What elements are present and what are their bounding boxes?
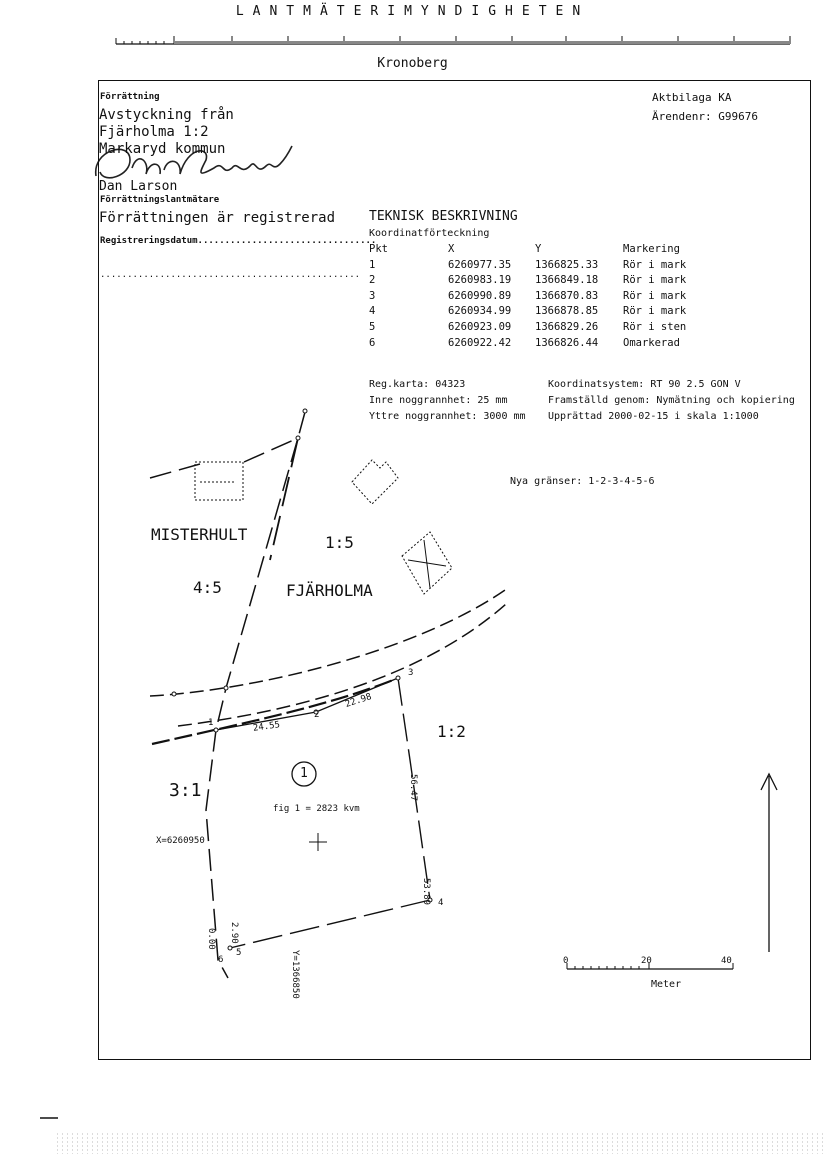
building-left [194,461,244,501]
scale-0: 0 [563,956,569,966]
point-6: 6 [218,955,224,965]
registration-date: Registreringsdatum......................… [100,236,377,246]
table-row: 4 6260934.99 1366878.85 Rör i mark [369,305,713,321]
scale-unit: Meter [651,979,682,990]
cell: 5 [369,320,376,333]
building-right [401,531,453,595]
registered-text: Förrättningen är registrerad [99,210,336,226]
tech-subtitle: Koordinatförteckning [369,228,490,239]
arendenr: Ärendenr: G99676 [652,110,758,123]
table-row: 1 6260977.35 1366825.33 Rör i mark [369,259,713,275]
cell: Rör i mark [623,289,687,302]
cell: 6260934.99 [448,305,512,318]
reg-karta: Reg.karta: 04323 [369,379,466,390]
survey-points [171,408,433,951]
figure-circle [291,761,317,787]
col-markering: Markering [623,243,680,255]
scan-noise [55,1132,825,1154]
surveyor-name: Dan Larson [99,179,178,194]
distance-0-00: 0.00 [206,928,216,950]
col-x: X [448,243,455,255]
coordinate-cross [309,833,327,851]
tech-title: TEKNISK BESKRIVNING [369,209,518,224]
cell: 1 [369,258,376,271]
distance-56-47: 56.47 [408,774,418,802]
surveyor-role: Förrättningslantmätare [100,195,220,205]
cell: 6260922.42 [448,336,512,349]
point-3: 3 [408,668,414,678]
aktbilaga: Aktbilaga KA [652,91,732,104]
framstalld: Framställd genom: Nymätning och kopierin… [548,395,795,406]
table-row: 2 6260983.19 1366849.18 Rör i mark [369,274,713,290]
cell: 6 [369,336,376,349]
nya-granser: Nya gränser: 1-2-3-4-5-6 [510,476,655,487]
koordinatsystem: Koordinatsystem: RT 90 2.5 GON V [548,379,741,390]
top-ruler [115,36,791,45]
region-name: Kronoberg [377,56,448,71]
table-header: Pkt X Y Markering [369,243,713,259]
yttre-noggrannhet: Yttre noggrannhet: 3000 mm [369,411,526,422]
table-row: 5 6260923.09 1366829.26 Rör i sten [369,321,713,337]
distance-2-90: 2.90 [229,922,239,944]
title-line2: Fjärholma 1:2 [99,124,209,140]
cell: 4 [369,305,376,318]
cell: 2 [369,274,376,287]
cell: Rör i sten [623,320,687,333]
distance-53-89: 53.89 [421,878,431,906]
inre-noggrannhet: Inre noggrannhet: 25 mm [369,395,508,406]
table-row: 3 6260990.89 1366870.83 Rör i mark [369,290,713,306]
col-y: Y [535,243,542,255]
parcel-misterhult: MISTERHULT [151,525,248,544]
cell: Omarkerad [623,336,680,349]
x-coordinate: X=6260950 [156,836,205,846]
point-2: 2 [314,710,320,720]
y-coordinate: Y=1366850 [290,950,300,999]
document-frame [98,80,811,1060]
cell: 6260983.19 [448,274,512,287]
cell: 1366878.85 [535,305,599,318]
col-pkt: Pkt [369,243,388,255]
forrattning-label: Förrättning [100,92,160,102]
building-middle [351,459,399,505]
title-line3: Markaryd kommun [99,141,226,157]
north-arrow-icon [760,772,778,952]
cell: 1366826.44 [535,336,599,349]
figure-number: 1 [300,766,308,781]
scale-20: 20 [641,956,652,966]
authority-header: LANTMÄTERIMYNDIGHETEN [235,4,590,19]
cell: Rör i mark [623,305,687,318]
cell: 1366825.33 [535,258,599,271]
cell: 1366849.18 [535,274,599,287]
label-1-5: 1:5 [325,533,354,552]
scale-40: 40 [721,956,732,966]
cell: Rör i mark [623,258,687,271]
point-5: 5 [236,948,242,958]
upprattad: Upprättad 2000-02-15 i skala 1:1000 [548,411,759,422]
dotted-line: ........................................… [100,270,361,280]
label-4-5: 4:5 [193,578,222,597]
scale-bar [566,963,734,970]
cell: 6260977.35 [448,258,512,271]
cell: 1366829.26 [535,320,599,333]
cell: 6260923.09 [448,320,512,333]
label-1-2: 1:2 [437,722,466,741]
cell: 6260990.89 [448,289,512,302]
point-4: 4 [438,898,444,908]
parcel-fjarholma: FJÄRHOLMA [286,581,373,600]
cell: Rör i mark [623,274,687,287]
point-1: 1 [208,718,214,728]
label-3-1: 3:1 [169,780,202,801]
surveyor-signature [95,145,293,179]
cell: 1366870.83 [535,289,599,302]
table-row: 6 6260922.42 1366826.44 Omarkerad [369,337,713,353]
figure-area: fig 1 = 2823 kvm [273,804,360,814]
cell: 3 [369,289,376,302]
title-line1: Avstyckning från [99,107,234,123]
